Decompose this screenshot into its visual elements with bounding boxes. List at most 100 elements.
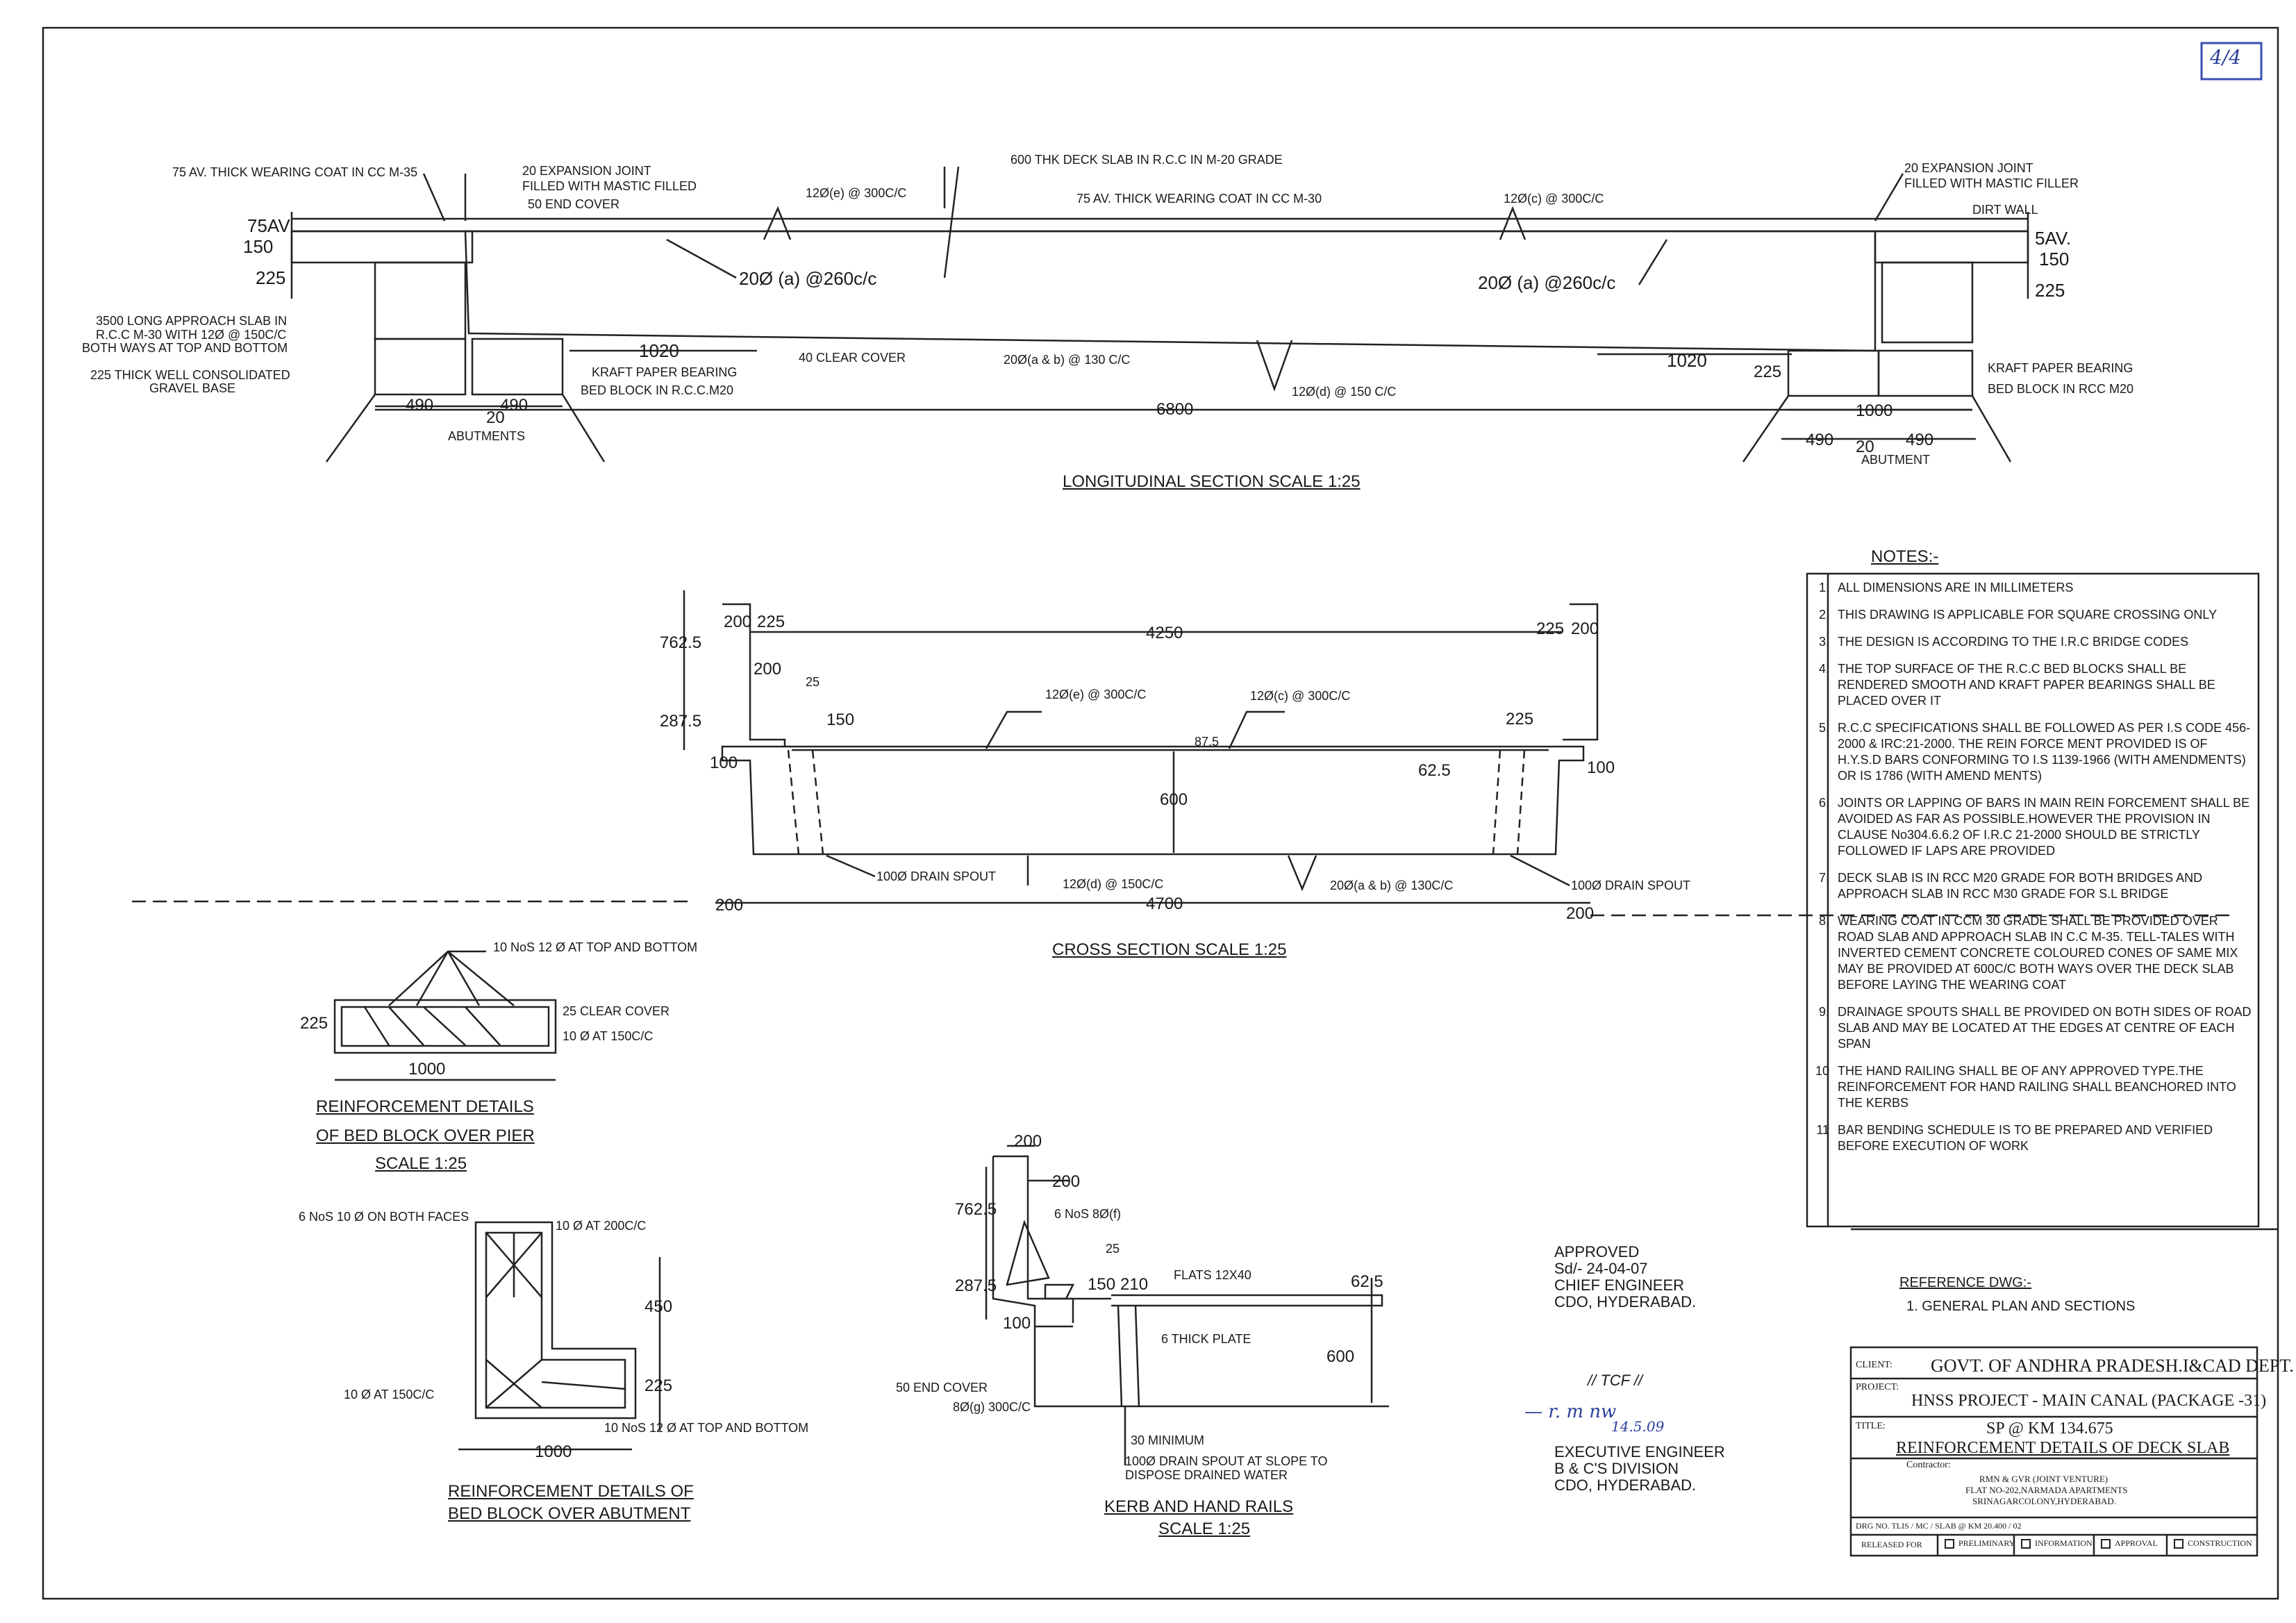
expansion-joint-left-label-2: FILLED WITH MASTIC FILLED (522, 179, 697, 193)
option-approval-label: APPROVAL (2115, 1538, 2158, 1548)
approach-slab-label-3: BOTH WAYS AT TOP AND BOTTOM (82, 341, 288, 355)
bar-ab-cross-label: 20Ø(a & b) @ 130C/C (1330, 879, 1454, 892)
kerb-dim-762-5: 762.5 (955, 1200, 997, 1219)
pier-dim-1000: 1000 (408, 1060, 446, 1079)
notes-heading: NOTES:- (1871, 547, 1939, 566)
dim-225-right: 225 (1506, 710, 1534, 729)
kraft-bearing-left-label: KRAFT PAPER BEARING (592, 365, 738, 379)
note-item: 8.WEARING COAT IN CCM 30 GRADE SHALL BE … (1808, 913, 2253, 993)
title-label: TITLE: (1856, 1421, 1886, 1431)
longitudinal-section (290, 166, 2029, 463)
note-number: 6. (1818, 796, 1829, 810)
option-preliminary[interactable]: PRELIMINARY (1945, 1538, 2015, 1549)
note-text: WEARING COAT IN CCM 30 GRADE SHALL BE PR… (1838, 914, 2238, 992)
approval-line-3: CHIEF ENGINEER (1554, 1276, 1685, 1294)
kerb-dim-62-5: 62.5 (1351, 1272, 1383, 1291)
dim-490-d: 490 (1906, 431, 1934, 449)
kerb-title-2: SCALE 1:25 (1158, 1520, 1251, 1538)
kerb-flats-label: FLATS 12X40 (1174, 1268, 1251, 1282)
abut-links-200-label: 10 Ø AT 200C/C (556, 1219, 647, 1233)
dim-4250: 4250 (1146, 624, 1183, 642)
option-construction[interactable]: CONSTRUCTION (2174, 1538, 2252, 1549)
note-item: 1.ALL DIMENSIONS ARE IN MILLIMETERS (1808, 580, 2253, 596)
bar-ab-label: 20Ø(a & b) @ 130 C/C (1004, 353, 1131, 367)
dim-150-right: 150 (2039, 249, 2070, 269)
kerb-end-cover-label: 50 END COVER (896, 1381, 988, 1395)
abut-title-2: BED BLOCK OVER ABUTMENT (448, 1504, 691, 1523)
kerb-dim-210: 210 (1120, 1275, 1149, 1294)
dirt-wall-label: DIRT WALL (1972, 203, 2038, 217)
abutments-label: ABUTMENTS (448, 429, 526, 443)
client-name: GOVT. OF ANDHRA PRADESH.I&CAD DEPT. (1931, 1356, 2294, 1376)
kerb-dim-100: 100 (1003, 1314, 1031, 1333)
bed-block-abutment-drawing (458, 1221, 661, 1451)
dim-600: 600 (1160, 790, 1188, 809)
client-label: CLIENT: (1856, 1360, 1892, 1370)
title-block-frame (1849, 1228, 2278, 1557)
dim-100-left: 100 (710, 754, 738, 772)
abut-dim-225: 225 (644, 1376, 673, 1395)
kerb-dim-200-top: 200 (1014, 1132, 1042, 1151)
note-text: DRAINAGE SPOUTS SHALL BE PROVIDED ON BOT… (1838, 1005, 2252, 1051)
approach-slab-label-2: R.C.C M-30 WITH 12Ø @ 150C/C (96, 328, 287, 342)
abut-dim-1000: 1000 (535, 1442, 572, 1461)
option-information[interactable]: INFORMATION (2021, 1538, 2093, 1549)
gravel-base-label-1: 225 THICK WELL CONSOLIDATED (90, 368, 290, 382)
dim-100-right: 100 (1587, 758, 1615, 777)
note-item: 3.THE DESIGN IS ACCORDING TO THE I.R.C B… (1808, 634, 2253, 650)
option-approval[interactable]: APPROVAL (2101, 1538, 2158, 1549)
contractor-label: Contractor: (1906, 1460, 1951, 1470)
abut-bars-label: 10 NoS 12 Ø AT TOP AND BOTTOM (604, 1421, 809, 1435)
dim-1000-abut: 1000 (1856, 401, 1893, 420)
drawing-title-2: REINFORCEMENT DETAILS OF DECK SLAB (1896, 1439, 2230, 1457)
dim-150: 150 (826, 710, 855, 729)
expansion-joint-right-label: 20 EXPANSION JOINT (1904, 161, 2033, 175)
cross-section (132, 590, 2229, 917)
project-label: PROJECT: (1856, 1382, 1899, 1392)
dim-87-5: 87.5 (1195, 735, 1220, 749)
note-text: R.C.C SPECIFICATIONS SHALL BE FOLLOWED A… (1838, 721, 2251, 783)
kerb-drain-label-1: 100Ø DRAIN SPOUT AT SLOPE TO (1125, 1454, 1328, 1468)
approval-line-2: Sd/- 24-04-07 (1554, 1260, 1648, 1277)
checkbox-icon (2174, 1539, 2183, 1549)
pier-title-1: REINFORCEMENT DETAILS (316, 1097, 534, 1116)
approach-slab-label-1: 3500 LONG APPROACH SLAB IN (96, 314, 288, 328)
pier-links-label: 10 Ø AT 150C/C (563, 1029, 654, 1043)
handwritten-date: 14.5.09 (1611, 1418, 1665, 1435)
tcf-label: // TCF // (1588, 1372, 1643, 1389)
note-number: 9. (1818, 1005, 1829, 1019)
wearing-coat-mid-label: 75 AV. THICK WEARING COAT IN CC M-30 (1076, 192, 1322, 206)
dim-225-top-right: 225 (1536, 619, 1565, 638)
dim-200-top-right: 200 (1571, 619, 1599, 638)
dim-490-a: 490 (406, 396, 434, 415)
dim-490-c: 490 (1806, 431, 1834, 449)
drawing-title-1: SP @ KM 134.675 (1986, 1420, 2113, 1438)
note-item: 2.THIS DRAWING IS APPLICABLE FOR SQUARE … (1808, 607, 2253, 623)
deck-slab-label: 600 THK DECK SLAB IN R.C.C IN M-20 GRADE (1010, 153, 1283, 167)
released-for-label: RELEASED FOR (1861, 1540, 1922, 1549)
dim-20-a: 20 (486, 408, 505, 427)
checkbox-icon (2101, 1539, 2111, 1549)
pier-clear-cover-label: 25 CLEAR COVER (563, 1004, 670, 1018)
clear-cover-label: 40 CLEAR COVER (799, 351, 906, 365)
kerb-plate-label: 6 THICK PLATE (1161, 1332, 1251, 1346)
dim-200-bottom-left: 200 (715, 896, 744, 915)
expansion-joint-left-label: 20 EXPANSION JOINT (522, 164, 651, 178)
kerb-dim-287-5: 287.5 (955, 1276, 997, 1295)
reference-item: 1. GENERAL PLAN AND SECTIONS (1906, 1299, 2136, 1314)
abut-links-150-label: 10 Ø AT 150C/C (344, 1388, 435, 1401)
dim-20-b: 20 (1856, 438, 1874, 456)
contractor-line-1: RMN & GVR (JOINT VENTURE) (1979, 1474, 2108, 1484)
dim-62-5: 62.5 (1418, 761, 1451, 780)
dim-200-top-left: 200 (724, 613, 752, 631)
note-text: THE HAND RAILING SHALL BE OF ANY APPROVE… (1838, 1064, 2236, 1110)
kerb-dim-600: 600 (1326, 1347, 1355, 1366)
note-item: 5.R.C.C SPECIFICATIONS SHALL BE FOLLOWED… (1808, 720, 2253, 784)
note-item: 7.DECK SLAB IS IN RCC M20 GRADE FOR BOTH… (1808, 870, 2253, 902)
note-text: JOINTS OR LAPPING OF BARS IN MAIN REIN F… (1838, 796, 2250, 858)
note-text: ALL DIMENSIONS ARE IN MILLIMETERS (1838, 581, 2074, 594)
checkbox-icon (2021, 1539, 2031, 1549)
note-item: 6. JOINTS OR LAPPING OF BARS IN MAIN REIN… (1808, 795, 2253, 859)
kerb-bar-g-label: 8Ø(g) 300C/C (953, 1400, 1031, 1414)
